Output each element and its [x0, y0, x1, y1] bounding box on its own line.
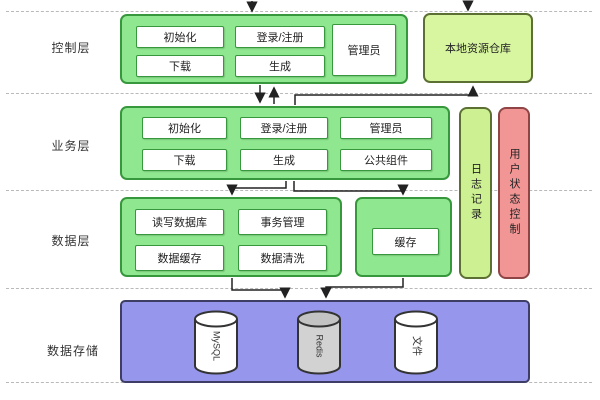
data-cache-box: 数据缓存 — [135, 245, 224, 271]
control-layer-label: 控制层 — [51, 41, 91, 55]
arrow-business-to-cache — [293, 181, 409, 196]
data-layer-label: 数据层 — [51, 234, 91, 248]
layer-divider — [6, 11, 592, 12]
file-label: 文件 — [410, 336, 423, 356]
business-admin-box: 管理员 — [340, 117, 432, 139]
file-cylinder-icon: 文件 — [393, 310, 439, 381]
log-record-bar: 日志记录 — [459, 107, 492, 279]
business-layer-container: 初始化 登录/注册 管理员 下载 生成 公共组件 — [120, 106, 450, 180]
redis-label: Redis — [315, 334, 325, 358]
data-transaction-box: 事务管理 — [238, 209, 327, 235]
arrow-business-to-repo — [294, 85, 479, 105]
control-admin-box: 管理员 — [332, 24, 396, 76]
mysql-cylinder-icon: MySQL — [193, 310, 239, 381]
layer-divider — [6, 93, 592, 94]
storage-layer-label: 数据存储 — [46, 344, 99, 358]
business-download-box: 下载 — [142, 149, 227, 171]
redis-cylinder-icon: Redis — [296, 310, 342, 381]
data-layer-container: 读写数据库 事务管理 数据缓存 数据清洗 — [120, 197, 342, 277]
user-state-label: 用户状态控制 — [508, 148, 520, 238]
business-layer-label: 业务层 — [51, 139, 91, 153]
business-common-box: 公共组件 — [340, 149, 432, 171]
data-clean-box: 数据清洗 — [238, 245, 327, 271]
business-generate-box: 生成 — [240, 149, 328, 171]
control-download-box: 下载 — [136, 55, 224, 77]
data-rwdb-box: 读写数据库 — [135, 209, 224, 235]
local-repo-box: 本地资源仓库 — [423, 13, 533, 83]
control-layer-container: 初始化 登录/注册 下载 生成 管理员 — [120, 14, 408, 84]
business-init-box: 初始化 — [142, 117, 227, 139]
cache-container: 缓存 — [355, 197, 452, 277]
layer-divider — [6, 288, 592, 289]
control-login-box: 登录/注册 — [235, 26, 325, 48]
log-record-label: 日志记录 — [469, 163, 482, 223]
user-state-bar: 用户状态控制 — [498, 107, 530, 279]
arrow-business-to-data — [226, 181, 287, 196]
control-generate-box: 生成 — [235, 55, 325, 77]
cache-box: 缓存 — [372, 228, 439, 255]
business-login-box: 登录/注册 — [240, 117, 328, 139]
control-init-box: 初始化 — [136, 26, 224, 48]
mysql-label: MySQL — [212, 331, 222, 361]
